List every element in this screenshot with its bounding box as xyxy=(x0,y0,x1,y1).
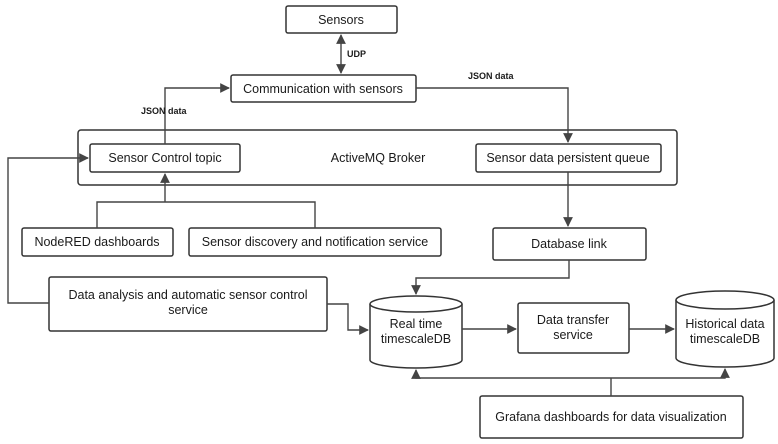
json-to-communication-edge xyxy=(164,83,230,144)
services-to-topic-bracket xyxy=(96,201,316,228)
data-analysis-node: Data analysis and automatic sensor contr… xyxy=(48,276,328,332)
data-analysis-label-line2: service xyxy=(168,303,208,317)
json-to-queue-edge xyxy=(416,87,573,143)
sensor-data-queue-node: Sensor data persistent queue xyxy=(475,143,662,173)
nodered-node: NodeRED dashboards xyxy=(21,227,174,257)
data-transfer-label-line1: Data transfer xyxy=(537,313,609,327)
data-transfer-label-line2: service xyxy=(553,328,593,342)
activemq-broker-label: ActiveMQ Broker xyxy=(331,151,425,165)
data-analysis-label-line1: Data analysis and automatic sensor contr… xyxy=(68,288,307,302)
historical-db-node: Historical data timescaleDB xyxy=(675,290,775,368)
historical-db-label-line2: timescaleDB xyxy=(690,332,760,346)
sensor-data-queue-label: Sensor data persistent queue xyxy=(486,151,649,165)
analysis-to-realtime-edge xyxy=(327,303,369,335)
communication-node: Communication with sensors xyxy=(230,74,417,103)
json-data-left-label: JSON data xyxy=(141,106,188,116)
udp-label: UDP xyxy=(347,49,366,59)
grafana-to-realtime-edge xyxy=(411,369,611,379)
realtime-db-label-line1: Real time xyxy=(390,317,443,331)
grafana-label: Grafana dashboards for data visualizatio… xyxy=(495,410,726,424)
sensors-node: Sensors xyxy=(285,5,398,34)
database-link-node: Database link xyxy=(492,227,647,261)
analysis-to-topic-edge xyxy=(7,153,89,304)
data-transfer-node: Data transfer service xyxy=(517,302,630,354)
nodered-label: NodeRED dashboards xyxy=(34,235,159,249)
grafana-dashboards-node: Grafana dashboards for data visualizatio… xyxy=(479,395,744,439)
json-data-right-label: JSON data xyxy=(468,71,515,81)
grafana-to-historical-edge xyxy=(611,368,730,379)
sensor-control-topic-node: Sensor Control topic xyxy=(89,143,241,173)
dblink-to-realtime-edge xyxy=(411,260,570,295)
realtime-db-node: Real time timescaleDB xyxy=(369,295,463,369)
sensors-label: Sensors xyxy=(318,13,364,27)
discovery-label: Sensor discovery and notification servic… xyxy=(202,235,429,249)
historical-db-label-line1: Historical data xyxy=(685,317,764,331)
sensor-control-topic-label: Sensor Control topic xyxy=(108,151,221,165)
realtime-db-label-line2: timescaleDB xyxy=(381,332,451,346)
communication-label: Communication with sensors xyxy=(243,82,403,96)
discovery-node: Sensor discovery and notification servic… xyxy=(188,227,442,257)
database-link-label: Database link xyxy=(531,237,607,251)
